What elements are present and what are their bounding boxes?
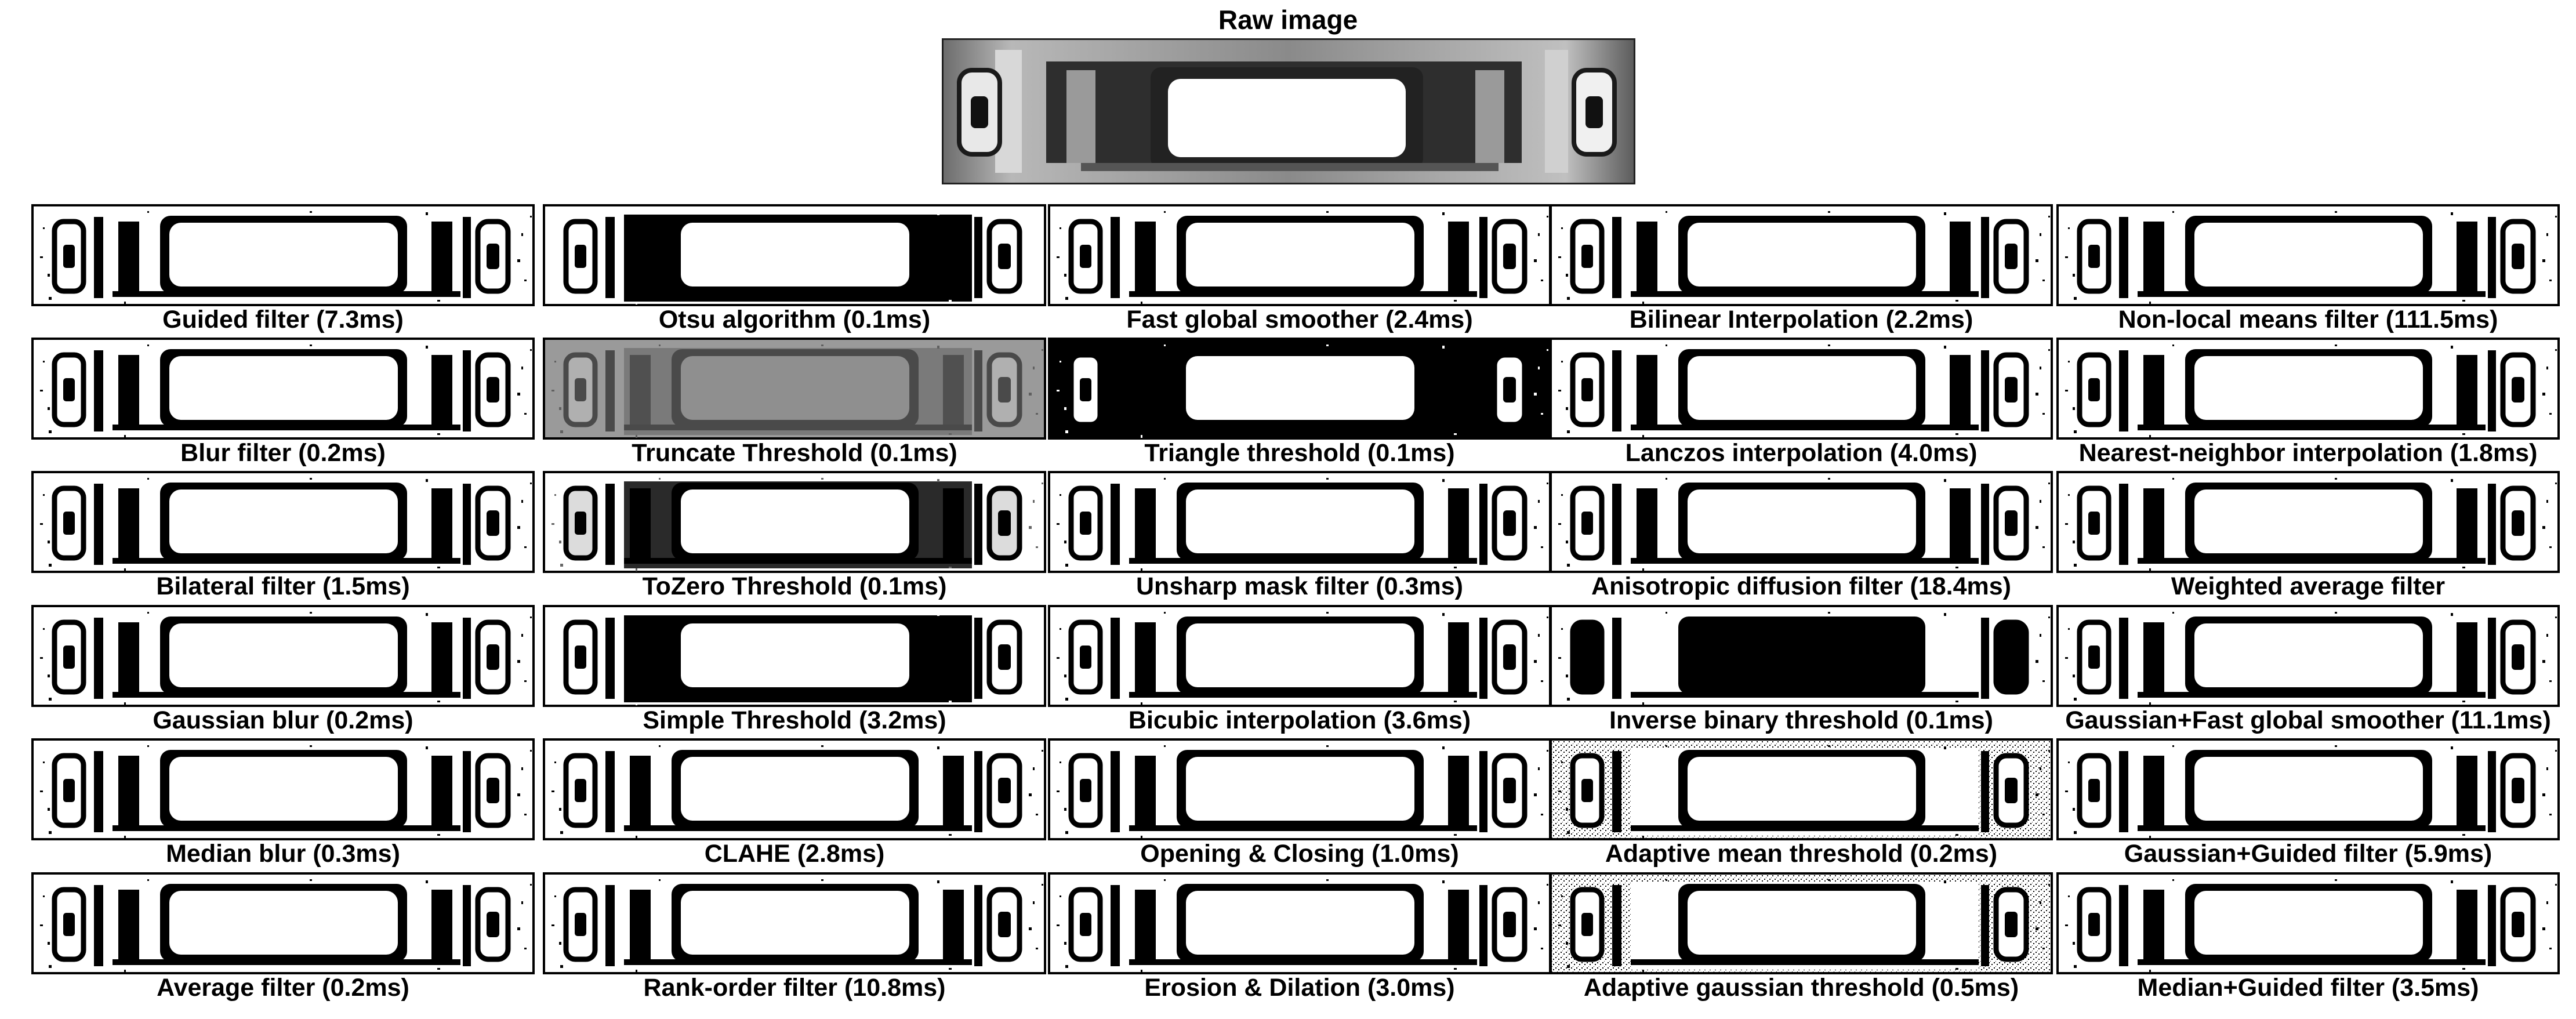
panel: Weighted average filter — [2056, 471, 2560, 601]
panel-caption: Simple Threshold (3.2ms) — [643, 706, 946, 734]
panel-caption: Truncate Threshold (0.1ms) — [632, 439, 957, 467]
panel-caption: Median blur (0.3ms) — [166, 840, 400, 868]
panel: Bicubic interpolation (3.6ms) — [1048, 605, 1551, 735]
panel: Truncate Threshold (0.1ms) — [543, 338, 1046, 468]
panel-caption: Inverse binary threshold (0.1ms) — [1609, 706, 1993, 734]
panel: CLAHE (2.8ms) — [543, 738, 1046, 869]
panel: Erosion & Dilation (3.0ms) — [1048, 872, 1551, 1003]
panel-caption: Rank-order filter (10.8ms) — [643, 974, 946, 1002]
panel-caption: Weighted average filter — [2171, 572, 2446, 600]
panel: Triangle threshold (0.1ms) — [1048, 338, 1551, 468]
panel-caption: Unsharp mask filter (0.3ms) — [1136, 572, 1463, 600]
panel: Bilateral filter (1.5ms) — [31, 471, 535, 601]
panel-caption: Non-local means filter (111.5ms) — [2118, 306, 2498, 333]
panel-caption: Blur filter (0.2ms) — [180, 439, 386, 467]
panel: Guided filter (7.3ms) — [31, 204, 535, 335]
panel-caption: Bilateral filter (1.5ms) — [156, 572, 410, 600]
panel-caption: Adaptive gaussian threshold (0.5ms) — [1583, 974, 2019, 1002]
panel-caption: Bicubic interpolation (3.6ms) — [1128, 706, 1471, 734]
panel-caption: ToZero Threshold (0.1ms) — [642, 572, 947, 600]
panel: Gaussian blur (0.2ms) — [31, 605, 535, 735]
panel: Median blur (0.3ms) — [31, 738, 535, 869]
panel: Median+Guided filter (3.5ms) — [2056, 872, 2560, 1003]
panel-caption: Bilinear Interpolation (2.2ms) — [1629, 306, 1973, 333]
panel: Non-local means filter (111.5ms) — [2056, 204, 2560, 335]
panel: ToZero Threshold (0.1ms) — [543, 471, 1046, 601]
panel: Lanczos interpolation (4.0ms) — [1550, 338, 2053, 468]
panel-caption: CLAHE (2.8ms) — [704, 840, 885, 868]
panel: Fast global smoother (2.4ms) — [1048, 204, 1551, 335]
panel: Inverse binary threshold (0.1ms) — [1550, 605, 2053, 735]
panel: Simple Threshold (3.2ms) — [543, 605, 1046, 735]
panel-caption: Otsu algorithm (0.1ms) — [658, 306, 931, 333]
panel-caption: Median+Guided filter (3.5ms) — [2137, 974, 2479, 1002]
panel: Otsu algorithm (0.1ms) — [543, 204, 1046, 335]
panel: Gaussian+Guided filter (5.9ms) — [2056, 738, 2560, 869]
panel-caption: Opening & Closing (1.0ms) — [1140, 840, 1459, 868]
panel-caption: Lanczos interpolation (4.0ms) — [1625, 439, 1978, 467]
panel: Gaussian+Fast global smoother (11.1ms) — [2056, 605, 2560, 735]
panel: Rank-order filter (10.8ms) — [543, 872, 1046, 1003]
raw-image — [942, 38, 1635, 184]
panel-caption: Anisotropic diffusion filter (18.4ms) — [1591, 572, 2011, 600]
panel-caption: Fast global smoother (2.4ms) — [1126, 306, 1473, 333]
panel-caption: Erosion & Dilation (3.0ms) — [1144, 974, 1455, 1002]
panel-caption: Guided filter (7.3ms) — [162, 306, 404, 333]
panel-caption: Gaussian blur (0.2ms) — [153, 706, 413, 734]
panel-caption: Gaussian+Fast global smoother (11.1ms) — [2065, 706, 2551, 734]
panel: Bilinear Interpolation (2.2ms) — [1550, 204, 2053, 335]
panel: Adaptive gaussian threshold (0.5ms) — [1550, 872, 2053, 1003]
panel-caption: Triangle threshold (0.1ms) — [1144, 439, 1455, 467]
panel-caption: Gaussian+Guided filter (5.9ms) — [2124, 840, 2492, 868]
panel: Blur filter (0.2ms) — [31, 338, 535, 468]
panel: Anisotropic diffusion filter (18.4ms) — [1550, 471, 2053, 601]
panel-caption: Average filter (0.2ms) — [157, 974, 409, 1002]
raw-image-title: Raw image — [1218, 5, 1358, 35]
panel: Adaptive mean threshold (0.2ms) — [1550, 738, 2053, 869]
panel: Opening & Closing (1.0ms) — [1048, 738, 1551, 869]
panel: Average filter (0.2ms) — [31, 872, 535, 1003]
panel-caption: Adaptive mean threshold (0.2ms) — [1605, 840, 1998, 868]
panel: Nearest-neighbor interpolation (1.8ms) — [2056, 338, 2560, 468]
panel-caption: Nearest-neighbor interpolation (1.8ms) — [2078, 439, 2538, 467]
panel: Unsharp mask filter (0.3ms) — [1048, 471, 1551, 601]
